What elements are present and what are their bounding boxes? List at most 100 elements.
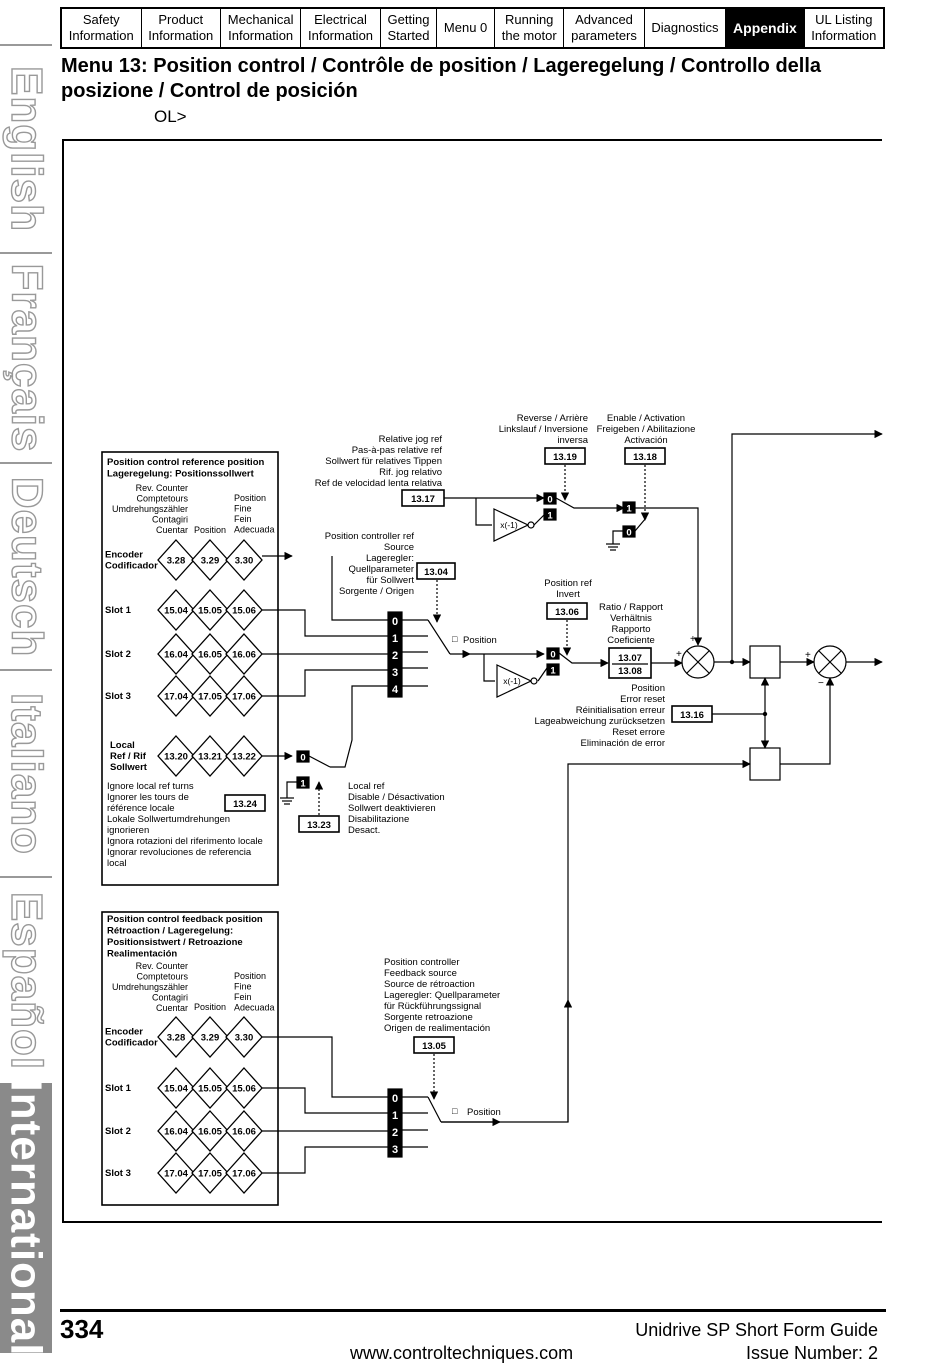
diagram-label: Reverse / Arrière	[517, 413, 588, 424]
side-divider	[0, 669, 52, 671]
parameter-diamond	[157, 1110, 195, 1152]
selector-position: 2	[392, 650, 398, 662]
parameter-value: 15.06	[232, 1084, 256, 1095]
signal-line	[475, 498, 492, 526]
tab-menu-0[interactable]: Menu 0	[437, 9, 496, 47]
tab-getting-started[interactable]: Getting Started	[381, 9, 438, 47]
diagram-label: für Sollwert	[366, 575, 414, 586]
diagram-label: Disabilitazione	[348, 814, 409, 825]
param-13-07-13-08	[608, 647, 652, 679]
fb-source-selector	[387, 1088, 403, 1158]
switch-position-label: 1	[547, 511, 553, 522]
invert-label: x(-1)	[503, 676, 521, 686]
selector-position: 2	[392, 1127, 398, 1139]
parameter-value: 13.20	[164, 752, 188, 763]
parameter-diamond	[157, 735, 195, 777]
controller-block	[749, 747, 781, 781]
parameter-diamond	[225, 589, 263, 631]
parameter-diamond	[191, 1067, 229, 1109]
param-13-05	[413, 1036, 455, 1054]
parameter-value: 15.05	[198, 1084, 222, 1095]
diagram-label: Slot 1	[105, 605, 132, 616]
parameter-diamond	[225, 675, 263, 717]
parameter-diamond	[225, 735, 263, 777]
signal-line	[427, 1096, 442, 1123]
parameter-value: 16.04	[164, 1127, 188, 1138]
diagram-label: Verhältnis	[610, 613, 652, 624]
invert-switch-1	[546, 663, 560, 676]
top-nav: Safety Information Product Information M…	[60, 7, 885, 49]
diagram-label: Relative jog ref	[379, 434, 443, 445]
diagram-label: Fine	[234, 504, 252, 514]
diagram-label: Position control reference position	[107, 457, 264, 468]
diagram-label: Contagiri	[152, 993, 188, 1003]
side-tab-international[interactable]: International	[0, 1079, 52, 1357]
parameter-value: 16.05	[198, 650, 222, 661]
parameter-value: 15.04	[164, 606, 188, 617]
signal-line	[483, 654, 495, 682]
ref-source-selector	[387, 611, 403, 698]
diagram-label: Ignora rotazioni del riferimento locale	[107, 836, 263, 847]
param-13-19	[544, 447, 586, 465]
selector-position: 4	[392, 684, 399, 696]
tab-ul-listing-information[interactable]: UL Listing Information	[811, 12, 877, 43]
website-link[interactable]: www.controltechniques.com	[350, 1343, 574, 1363]
parameter-diamond	[157, 675, 195, 717]
tab-diagnostics[interactable]: Diagnostics	[645, 9, 727, 47]
signal-line	[558, 652, 609, 668]
diagram-label: Sorgente / Origen	[339, 586, 414, 597]
tab-running-the-motor[interactable]: Running the motor	[495, 9, 565, 47]
diagram-label: Position control feedback position	[107, 914, 263, 925]
summing-cross	[818, 650, 842, 674]
param-13-24	[224, 794, 266, 812]
signal-line	[262, 1036, 388, 1098]
invert-bubble	[530, 677, 538, 685]
diagram-label: référence locale	[107, 803, 175, 814]
guide-title: Unidrive SP Short Form Guide	[635, 1320, 878, 1340]
diagram-label: Sollwert für relatives Tippen	[325, 456, 442, 467]
selector-position: 1	[392, 1110, 398, 1122]
diagram-label: Umdrehungszähler	[112, 982, 188, 992]
diagram-label: Encoder	[105, 550, 143, 561]
diagram-label: Contagiri	[152, 515, 188, 525]
parameter-value: 13.04	[424, 567, 448, 578]
invert-bubble	[527, 521, 535, 529]
parameter-diamond	[157, 589, 195, 631]
signal-line	[286, 781, 297, 798]
parameter-value: 13.23	[307, 820, 331, 831]
parameter-value: 13.16	[680, 710, 704, 721]
diagram-label: Position	[463, 635, 497, 646]
diagram-label: Realimentación	[107, 949, 177, 960]
tab-mechanical-information[interactable]: Mechanical Information	[221, 9, 302, 47]
tab-advanced-parameters[interactable]: Advanced parameters	[564, 9, 645, 47]
parameter-value: 17.05	[198, 692, 222, 703]
signal-line	[262, 669, 388, 697]
diagram-label: Rev. Counter	[136, 961, 188, 971]
sign-plus: +	[676, 649, 682, 660]
parameter-diamond	[157, 1152, 195, 1194]
diagram-label: Position	[467, 1107, 501, 1118]
selector-position: 0	[392, 1093, 398, 1105]
diagram-label: Position controller	[384, 957, 460, 968]
diagram-label: Ref de velocidad lenta relativa	[315, 478, 443, 489]
selector-position: 0	[392, 616, 398, 628]
signal-line	[262, 609, 388, 637]
parameter-value: 3.29	[201, 556, 220, 567]
checkbox-glyph: □	[452, 634, 458, 644]
diagram-label: Rapporto	[611, 624, 650, 635]
side-divider	[0, 252, 52, 254]
diagram-label: Rev. Counter	[136, 483, 188, 493]
signal-line	[780, 677, 835, 765]
tab-safety-information[interactable]: Safety Information	[62, 9, 142, 47]
parameter-value: 16.06	[232, 1127, 256, 1138]
tab-product-information[interactable]: Product Information	[142, 9, 222, 47]
sign-plus: +	[805, 650, 811, 661]
switch-position-label: 0	[300, 753, 305, 764]
diagram-label: Comptetours	[136, 972, 188, 982]
tab-electrical-information[interactable]: Electrical Information	[301, 9, 381, 47]
parameter-value: 13.24	[233, 799, 257, 810]
diagram-label: Ignore local ref turns	[107, 781, 194, 792]
tab-appendix[interactable]: Appendix	[726, 9, 805, 47]
parameter-diamond	[191, 1152, 229, 1194]
parameter-value: 17.04	[164, 1169, 188, 1180]
